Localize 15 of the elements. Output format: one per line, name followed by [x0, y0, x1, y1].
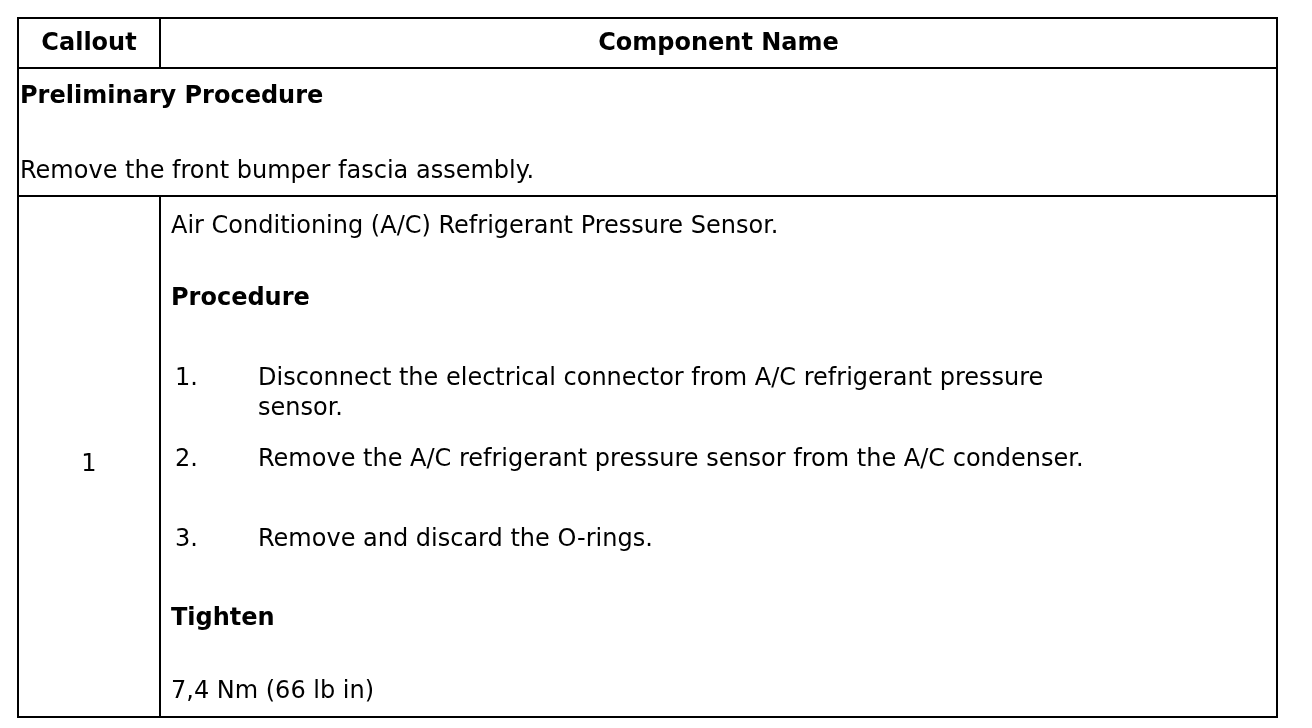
- step-number: 2.: [175, 443, 199, 473]
- component-name: Air Conditioning (A/C) Refrigerant Pressure Sensor.: [171, 210, 780, 240]
- column-header: Component Name: [597, 27, 840, 57]
- step-text: Remove and discard the O-rings.: [258, 523, 654, 553]
- section-heading: Tighten: [171, 602, 276, 632]
- step-number: 1.: [175, 362, 199, 392]
- section-heading: Preliminary Procedure: [20, 80, 325, 110]
- step-text: Remove the A/C refrigerant pressure sensor from the A/C condenser.: [258, 443, 1085, 473]
- column-header: Callout: [40, 27, 138, 57]
- step-text: Disconnect the electrical connector from A/C refrigerant pressure sensor.: [258, 362, 1045, 422]
- torque-value: 7,4 Nm (66 lb in): [171, 675, 376, 705]
- callout-number: 1: [80, 448, 98, 478]
- section-heading: Procedure: [171, 282, 311, 312]
- step-number: 3.: [175, 523, 199, 553]
- instruction-text: Remove the front bumper fascia assembly.: [20, 155, 536, 185]
